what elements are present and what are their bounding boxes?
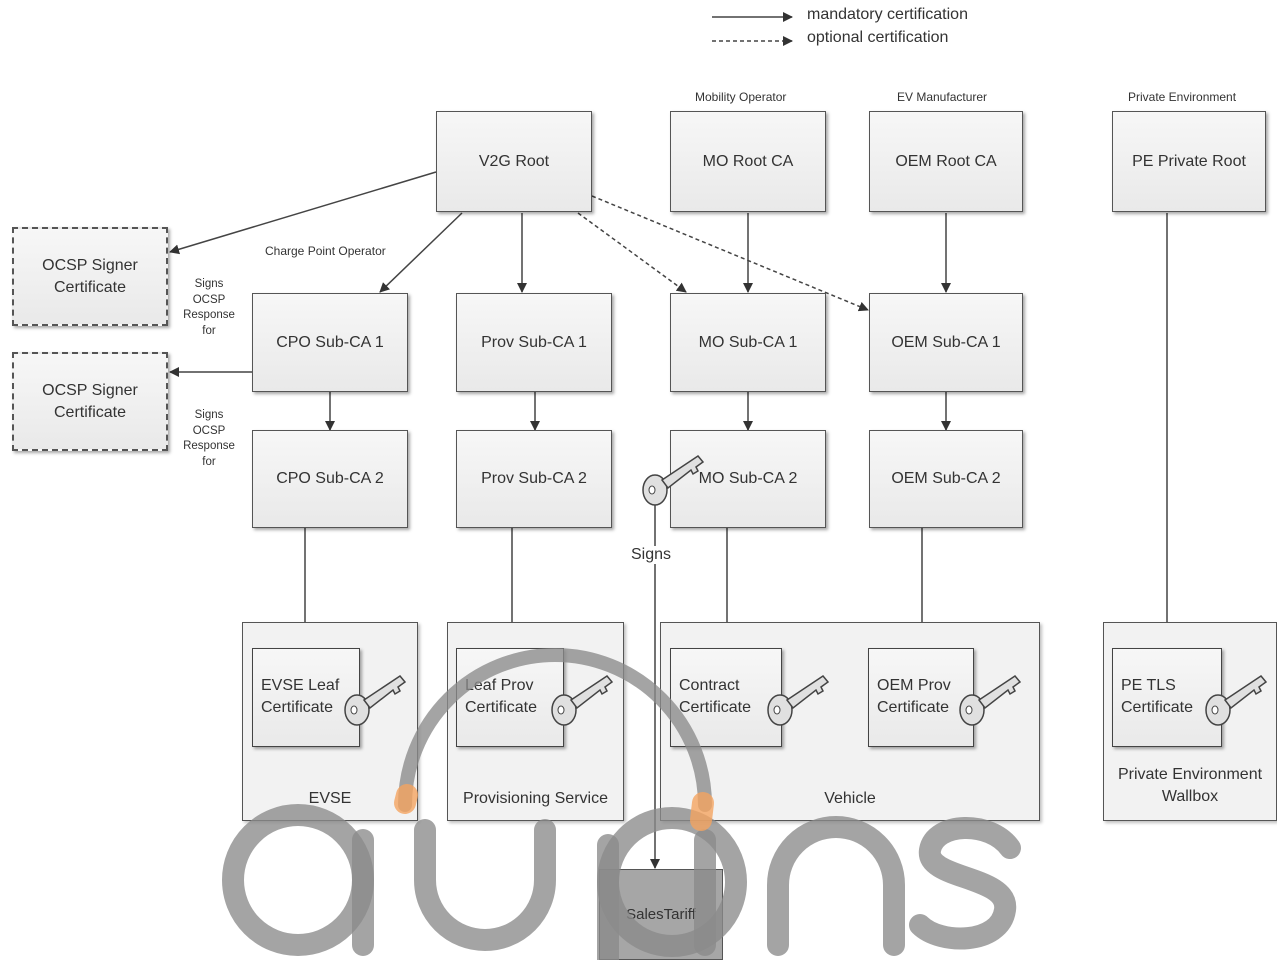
node-prov-sub-ca-1-label: Prov Sub-CA 1 (481, 333, 587, 351)
node-mo-sub-ca-1-label: MO Sub-CA 1 (698, 333, 798, 351)
leaf-oem-prov-line2: Certificate (877, 699, 950, 716)
legend-optional-label: optional certification (807, 29, 949, 46)
node-prov-sub-ca-1: Prov Sub-CA 1 (456, 293, 612, 392)
group-provisioning-label: Provisioning Service (463, 790, 608, 807)
leaf-pe-tls-certificate: PE TLS Certificate (1112, 648, 1222, 747)
node-oem-root-ca-label: OEM Root CA (895, 152, 997, 170)
key-icon (959, 675, 1022, 726)
leaf-evse-line2: Certificate (261, 699, 334, 716)
header-mobility-operator: Mobility Operator (695, 90, 787, 104)
ocsp2-line1: OCSP Signer (42, 381, 138, 399)
ocsp-note-1: Signs OCSP Response for (174, 277, 244, 339)
ocsp-note-2-line3: Response (183, 440, 235, 452)
ocsp-note-2-line2: OCSP (192, 424, 226, 437)
node-prov-sub-ca-2: Prov Sub-CA 2 (456, 430, 612, 528)
ocsp-note-2: Signs OCSP Response for (174, 408, 244, 470)
ocsp1-line1: OCSP Signer (42, 256, 138, 274)
v2g-to-ocsp-arrow (169, 171, 437, 255)
header-charge-point-operator: Charge Point Operator (265, 244, 386, 258)
ocsp-note-1-line2: OCSP (192, 293, 226, 306)
node-pe-private-root-label: PE Private Root (1132, 152, 1246, 170)
key-icon (1205, 675, 1268, 726)
leaf-oem-prov-line1: OEM Prov (877, 677, 951, 694)
node-mo-sub-ca-2: MO Sub-CA 2 (670, 430, 826, 528)
group-vehicle-label: Vehicle (824, 790, 876, 807)
ocsp-note-1-line1: Signs (194, 278, 224, 290)
ocsp1-line2: Certificate (53, 278, 127, 296)
node-v2g-root-label: V2G Root (478, 152, 550, 170)
node-cpo-sub-ca-1: CPO Sub-CA 1 (252, 293, 408, 392)
leaf-pe-tls-line2: Certificate (1121, 699, 1194, 716)
node-mo-sub-ca-1: MO Sub-CA 1 (670, 293, 826, 392)
v2g-to-cpo1-arrow (379, 212, 463, 293)
v2g-to-mo1-dashed-arrow (577, 212, 687, 293)
node-prov-sub-ca-2-label: Prov Sub-CA 2 (481, 470, 587, 487)
group-private-wallbox-label: Private Environment Wallbox (1104, 764, 1276, 808)
signs-label: Signs (631, 546, 672, 564)
legend-mandatory-label: mandatory certification (807, 6, 968, 23)
node-ocsp-signer-1: OCSP Signer Certificate (12, 227, 168, 326)
ocsp-note-2-line1: Signs (194, 409, 224, 421)
key-icon (344, 675, 407, 726)
leaf-pe-tls-line1: PE TLS (1121, 677, 1176, 694)
node-mo-root-ca: MO Root CA (670, 111, 826, 212)
node-pe-private-root: PE Private Root (1112, 111, 1266, 212)
key-icon (767, 675, 830, 726)
node-cpo-sub-ca-2-label: CPO Sub-CA 2 (276, 470, 384, 487)
ocsp-note-1-line3: Response (183, 309, 235, 321)
header-private-environment: Private Environment (1128, 90, 1237, 104)
node-mo-sub-ca-2-label: MO Sub-CA 2 (698, 470, 798, 487)
group-private-wallbox-line2: Wallbox (1161, 788, 1219, 805)
ocsp-note-2-line4: for (202, 455, 216, 468)
node-sales-tariff-label: SalesTariff (626, 906, 696, 923)
node-ocsp-signer-2: OCSP Signer Certificate (12, 352, 168, 451)
leaf-oem-prov-certificate: OEM Prov Certificate (868, 648, 974, 747)
node-oem-root-ca: OEM Root CA (869, 111, 1023, 212)
node-cpo-sub-ca-2: CPO Sub-CA 2 (252, 430, 408, 528)
key-icon (642, 455, 705, 506)
node-oem-sub-ca-2-label: OEM Sub-CA 2 (891, 470, 1001, 487)
node-oem-sub-ca-1-label: OEM Sub-CA 1 (891, 333, 1001, 351)
node-cpo-sub-ca-1-label: CPO Sub-CA 1 (276, 333, 384, 351)
group-evse-label: EVSE (308, 790, 352, 807)
node-v2g-root: V2G Root (436, 111, 592, 212)
node-oem-sub-ca-1: OEM Sub-CA 1 (869, 293, 1023, 392)
group-private-wallbox-line1: Private Environment (1117, 766, 1263, 783)
leaf-evse-certificate: EVSE Leaf Certificate (252, 648, 360, 747)
ocsp2-line2: Certificate (53, 403, 127, 421)
node-mo-root-ca-label: MO Root CA (702, 152, 794, 170)
node-sales-tariff: SalesTariff (599, 869, 723, 960)
ocsp-note-1-line4: for (202, 324, 216, 337)
leaf-evse-line1: EVSE Leaf (261, 677, 340, 694)
header-ev-manufacturer: EV Manufacturer (897, 90, 988, 104)
leaf-prov-certificate: Leaf Prov Certificate (456, 648, 564, 747)
key-icon (551, 675, 614, 726)
v2g-to-oem1-dashed-arrow (591, 195, 869, 312)
node-oem-sub-ca-2: OEM Sub-CA 2 (869, 430, 1023, 528)
